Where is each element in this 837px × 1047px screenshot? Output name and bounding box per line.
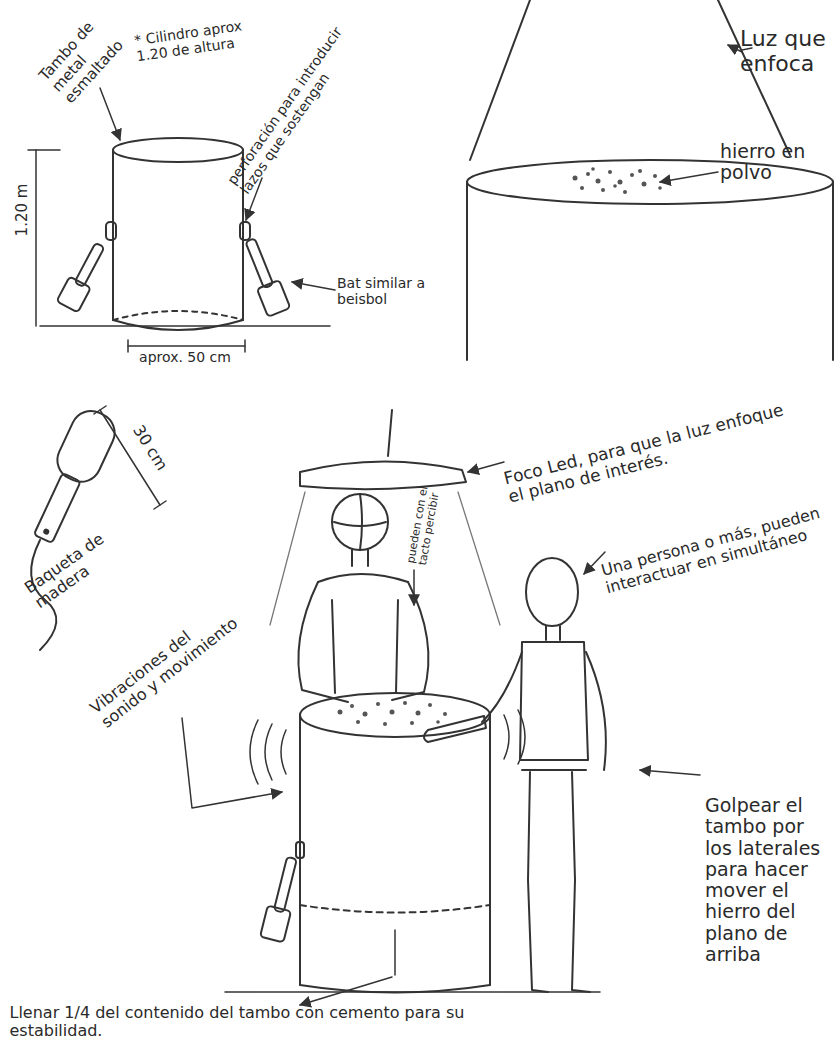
light-beam [270,492,500,625]
main-drum [225,693,600,993]
annotation-label: Baqueta de madera [21,508,148,612]
annotation-label: 30 cm [124,414,176,483]
drumstick [23,405,121,650]
bat-right [239,222,290,317]
leader-arrows [182,462,700,1005]
person-front [298,494,428,702]
bat-lean [260,842,304,942]
led-lamp [300,410,466,489]
light-cone [470,0,790,160]
annotation-label: perforación para introducir lazos que so… [225,23,360,197]
annotation-label: Foco Led, para que la luz enfoque el pla… [502,397,802,507]
drum-top-detail [467,160,833,360]
annotation-label: hierro en polvo [720,141,810,184]
bat-left [57,222,116,312]
drum-sketch [40,138,330,330]
annotation-label: pueden con el tacto percibir [405,474,445,567]
annotation-label: Vibraciones del sonido y movimiento [87,599,243,732]
annotation-label: Llenar 1/4 del contenido del tambo con c… [10,1004,515,1040]
iron-powder [338,701,448,726]
annotation-label: * Cilindro aprox 1.20 de altura [133,15,266,64]
annotation-label: 1.20 m [14,170,31,250]
annotation-label: Una persona o más, pueden interactuar en… [599,503,830,597]
annotation-label: Bat similar a beisbol [337,276,447,307]
dimension-lines [28,150,245,352]
annotation-label: Golpear el tambo por los laterales para … [705,795,835,965]
person-side [424,558,606,992]
annotation-label: Luz que enfoca [740,27,837,76]
iron-powder [573,167,662,194]
annotation-label: aprox. 50 cm [120,350,250,366]
vibration-waves [250,710,525,784]
